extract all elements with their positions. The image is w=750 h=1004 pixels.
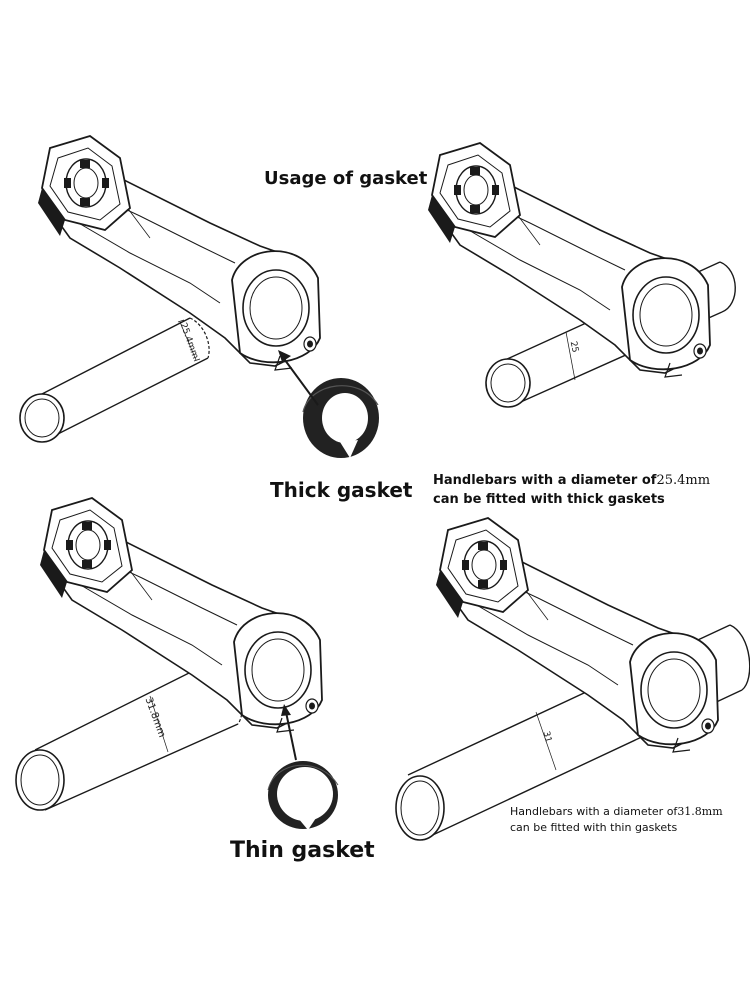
arrow-thin (285, 711, 297, 761)
bar-31-8-bl (15, 659, 243, 811)
desc-thick-line2: can be fitted with thick gaskets (433, 492, 665, 507)
mount-bl (39, 497, 323, 733)
thick-gasket-description: Handlebars with a diameter of25.4mm can … (433, 471, 710, 509)
desc-thin-value: 31.8mm (677, 805, 723, 818)
thin-gasket-ring (267, 761, 339, 830)
bar-25-4-tl (19, 317, 210, 443)
desc-thin-line2: can be fitted with thin gaskets (510, 821, 678, 834)
thin-gasket-description: Handlebars with a diameter of31.8mm can … (510, 804, 723, 836)
thick-gasket-label: Thick gasket (270, 478, 413, 502)
desc-thick-line1: Handlebars with a diameter of (433, 473, 657, 488)
thick-gasket-ring (302, 378, 379, 458)
desc-thin-line1: Handlebars with a diameter of (510, 805, 678, 818)
arrow-thick (281, 355, 319, 406)
desc-thick-value: 25.4mm (656, 473, 711, 488)
dimension-tr: 25 (567, 340, 580, 354)
mount-br (435, 517, 719, 753)
thin-gasket-label: Thin gasket (230, 838, 375, 863)
diagram-title: Usage of gasket (264, 168, 428, 189)
bar-31-br (395, 624, 750, 841)
